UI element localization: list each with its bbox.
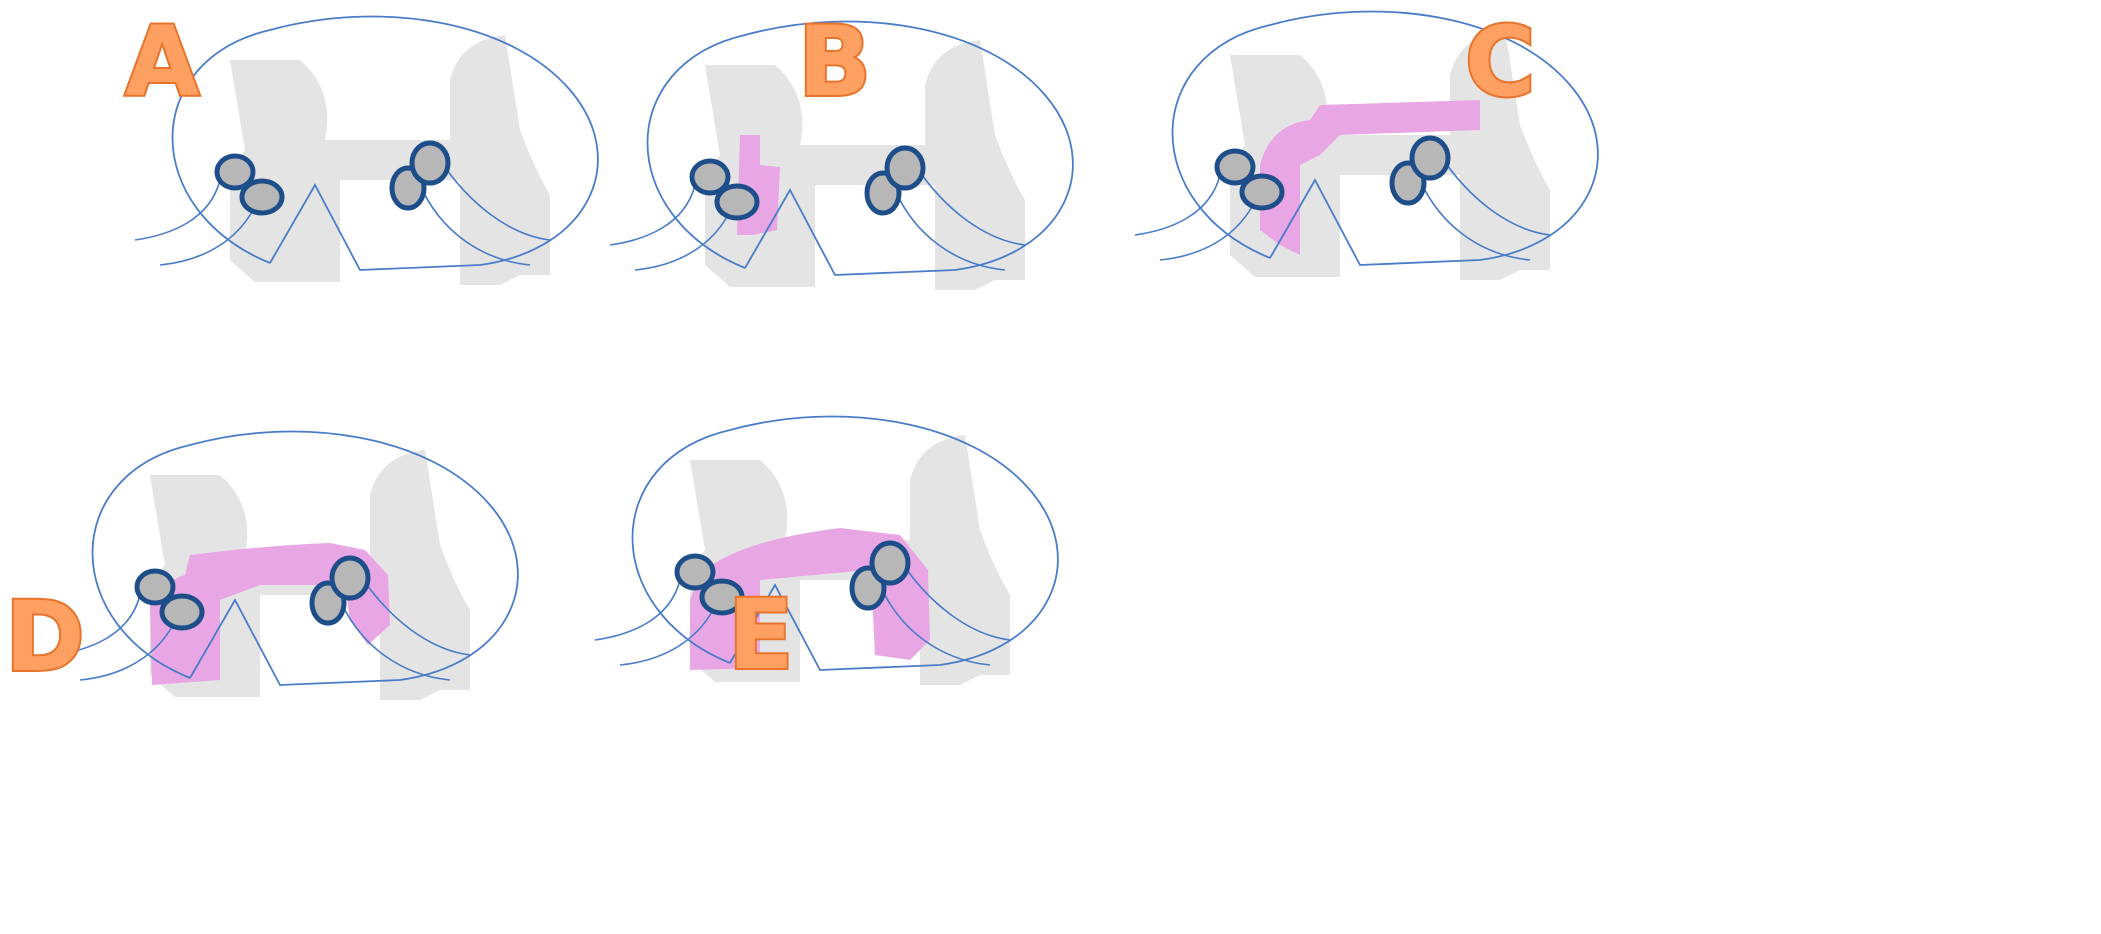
ganglion	[329, 555, 371, 601]
nerve-root	[1134, 174, 1221, 236]
ganglion	[239, 178, 285, 216]
panel-a	[134, 15, 599, 285]
ganglion	[159, 593, 205, 631]
panel-c	[1134, 10, 1599, 280]
spread-region	[1260, 100, 1480, 255]
nerve-root	[609, 184, 696, 246]
nerve-root	[879, 584, 991, 666]
ganglion	[214, 153, 256, 191]
ganglion	[1409, 135, 1451, 181]
nerve-root	[1419, 179, 1531, 261]
nerve-root	[359, 574, 471, 656]
panel-label: E	[728, 579, 794, 691]
panel-b	[609, 20, 1074, 290]
ganglion	[1214, 148, 1256, 186]
panel-label: C	[1465, 6, 1535, 118]
nerve-root	[594, 579, 681, 641]
nerve-root	[134, 179, 221, 241]
nerve-root	[894, 189, 1006, 271]
panel-label: B	[798, 6, 871, 118]
panel-d	[54, 430, 519, 700]
nerve-root	[419, 184, 531, 266]
nerve-root	[914, 164, 1026, 246]
nerve-root	[1439, 154, 1551, 236]
ganglion	[699, 578, 745, 616]
nerve-root	[899, 559, 1011, 641]
cord-outline	[171, 15, 599, 271]
panel-label: D	[5, 581, 85, 693]
cord-outline	[646, 20, 1074, 276]
ganglion	[884, 145, 926, 191]
panel-e	[594, 415, 1059, 685]
ganglion	[134, 568, 176, 606]
ganglion	[869, 540, 911, 586]
ganglion	[689, 158, 731, 196]
ganglion	[674, 553, 716, 591]
cord-outline	[91, 430, 519, 686]
ganglion	[1239, 173, 1285, 211]
ganglion	[409, 140, 451, 186]
cord-outline	[1171, 10, 1599, 266]
ganglion	[714, 183, 760, 221]
cord-outline	[631, 415, 1059, 671]
nerve-root	[54, 594, 141, 656]
nerve-root	[439, 159, 551, 241]
nerve-root	[339, 599, 451, 681]
panel-label: A	[125, 6, 199, 118]
